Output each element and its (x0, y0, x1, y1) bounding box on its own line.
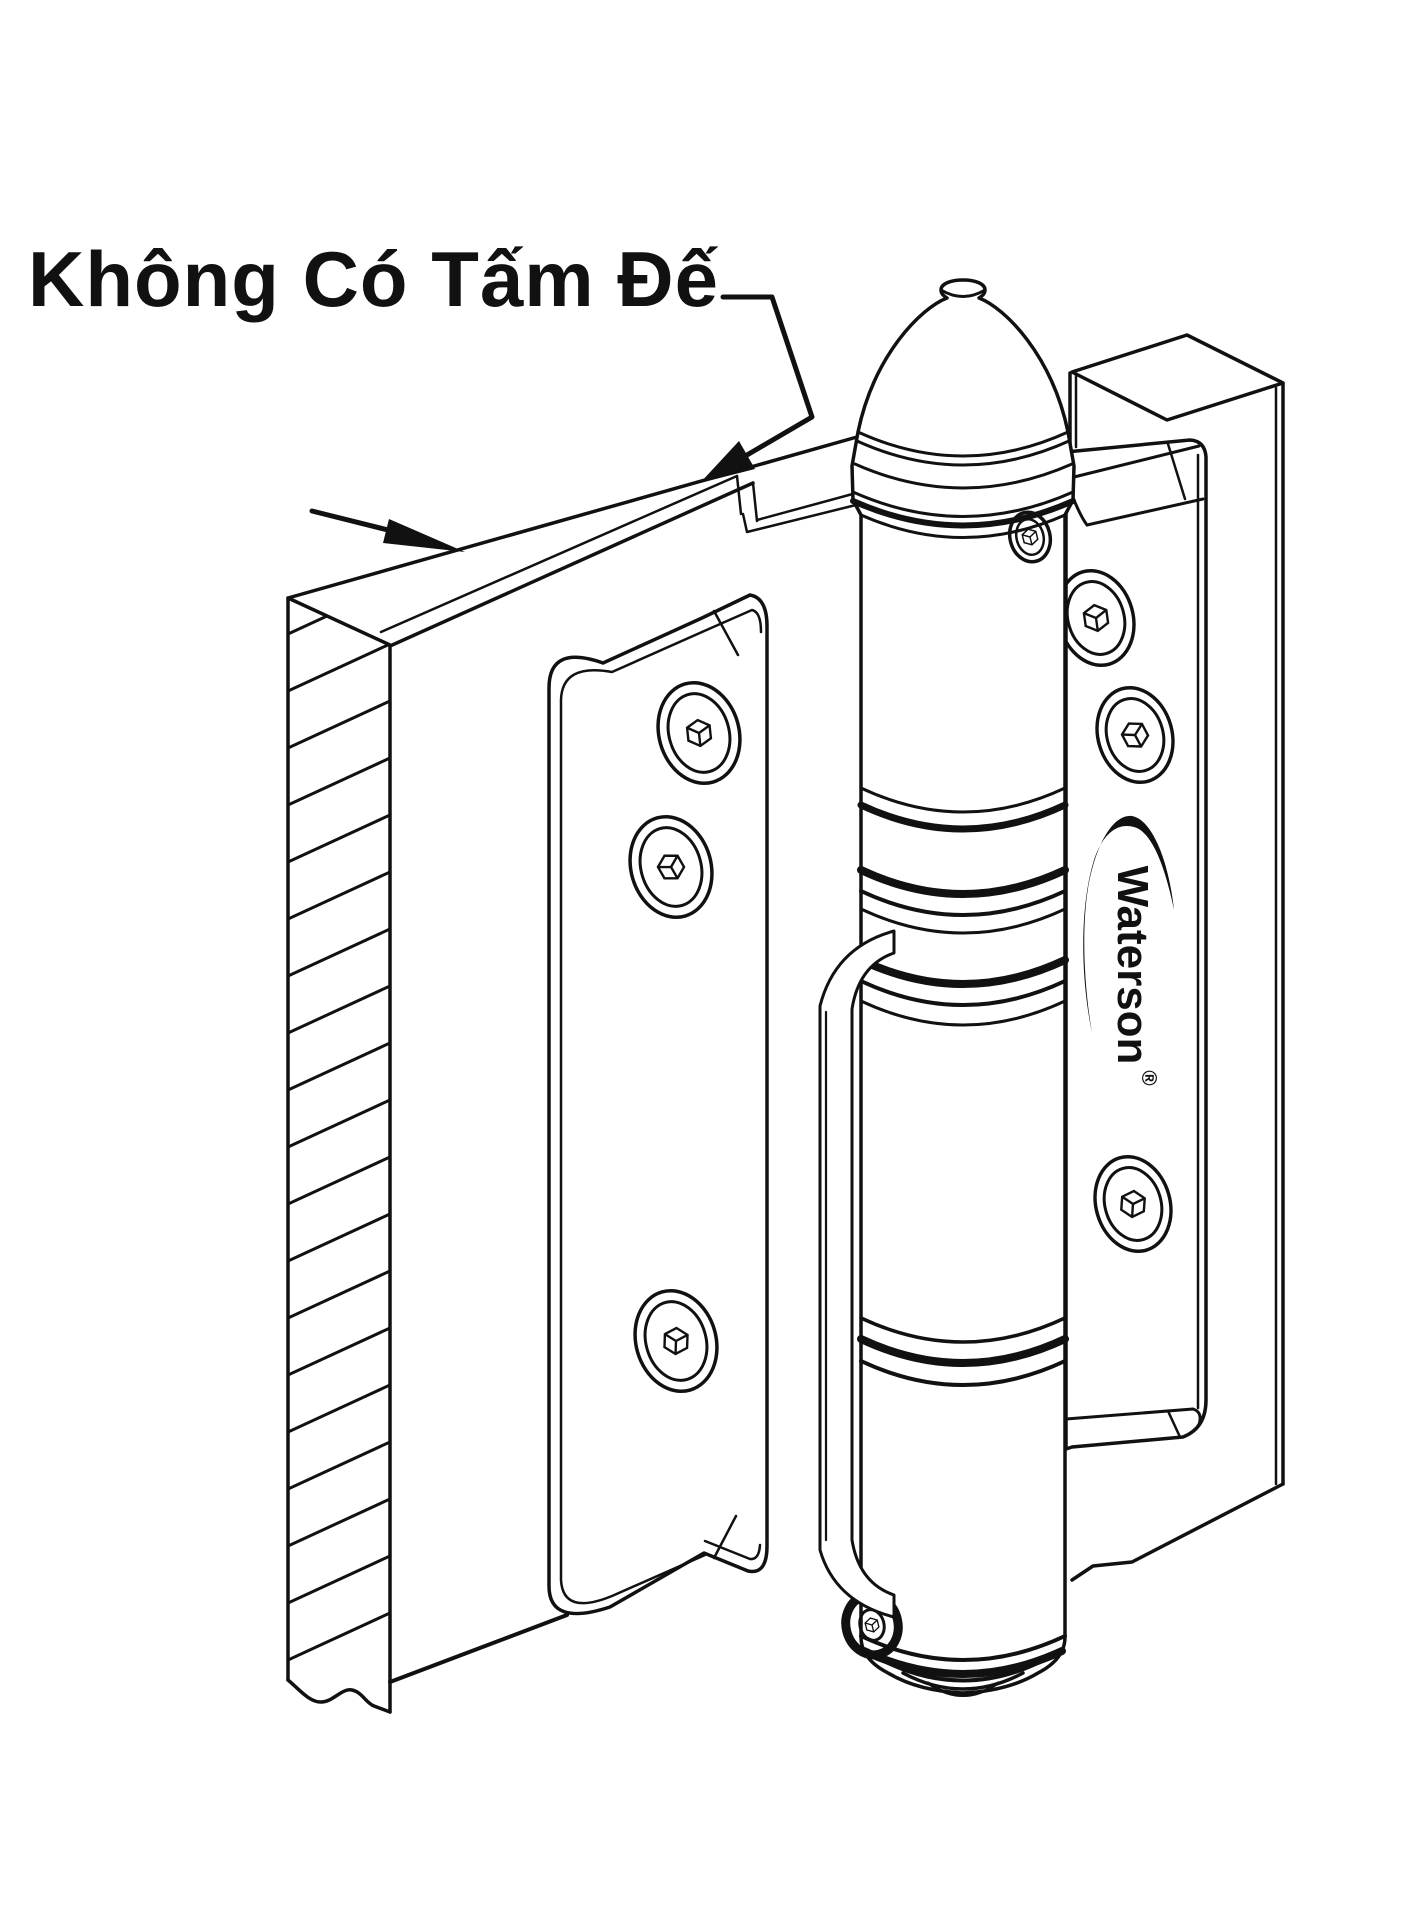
right-leaf-screw-2 (1095, 685, 1175, 785)
right-leaf-top-bevel (1064, 444, 1205, 527)
pointer-arrowhead-icon (383, 519, 465, 552)
hinge-barrel (841, 278, 1076, 1697)
barrel-band (857, 866, 1069, 898)
barrel-cap-tip (939, 288, 987, 298)
logo-text: Waterson (1108, 866, 1157, 1065)
barrel-set-screw-top (1007, 510, 1053, 564)
barrel-band (859, 999, 1067, 1027)
left-leaf-bottom-crease (712, 1514, 738, 1560)
frame-slab-back-top-edge (286, 435, 859, 600)
right-leaf-bottom-crease (1166, 1409, 1182, 1439)
frame-slab-front-top-chamfer (379, 474, 739, 634)
barrel-band (859, 786, 1067, 814)
door-slab (1068, 333, 1285, 1582)
wall-section (286, 596, 392, 1714)
barrel-cap-base (851, 490, 1075, 518)
logo-registered-mark: ® (1137, 1070, 1160, 1086)
annotations: Không Có Tấm Đế (28, 235, 815, 552)
hinge-knuckle-clamp (818, 929, 896, 1619)
barrel-band (859, 1316, 1067, 1344)
leader-line (720, 294, 815, 458)
barrel-band (859, 1359, 1067, 1387)
barrel-band (859, 889, 1067, 917)
barrel-band (857, 956, 1069, 988)
left-leaf-top-crease (712, 609, 740, 657)
frame-slab-front-top-edge (388, 481, 755, 648)
barrel-bottom-cap-ring (926, 1681, 1000, 1697)
right-leaf-top-crease (1166, 442, 1187, 501)
frame-slab (286, 435, 862, 1684)
frame-slab-bottom-edge (388, 1613, 569, 1684)
door-slab-bottom-edge (1070, 1482, 1285, 1582)
left-leaf-screw-3 (633, 1289, 719, 1393)
barrel-bottom-cap-ring (901, 1671, 1025, 1691)
barrel-bottom-cap-ring (882, 1659, 1044, 1683)
hinge-left-leaf (547, 593, 769, 1616)
left-leaf-screw-2 (628, 815, 714, 919)
left-leaf-top-tab (700, 608, 763, 634)
barrel-cap-shoulder (853, 430, 1074, 490)
right-leaf-screw-3 (1093, 1154, 1173, 1254)
left-leaf-inner-contour (559, 630, 707, 1605)
knuckle-clamp-outline (818, 929, 896, 1619)
pointer-arrow-shaft (309, 508, 395, 534)
left-leaf-bottom-tab (703, 1539, 762, 1561)
waterson-logo: Waterson ® (1083, 815, 1174, 1086)
wall-torn-edge (286, 1678, 392, 1714)
wall-hatch-lines (288, 600, 390, 1662)
hinge-right-leaf: Waterson ® (1056, 438, 1208, 1451)
door-slab-top-face (1070, 333, 1285, 422)
callout-label: Không Có Tấm Đế (28, 235, 719, 323)
wall-outline (286, 596, 392, 1714)
left-leaf-screw-1 (656, 681, 742, 785)
leader-arrowhead-icon (700, 441, 755, 483)
frame-slab-hinge-notch (735, 474, 862, 534)
barrel-band (859, 907, 1067, 935)
barrel-band (857, 1335, 1069, 1367)
barrel-cap-base-heavy (850, 498, 1076, 529)
left-leaf-plate (547, 593, 769, 1616)
right-leaf-bottom-bevel (1064, 1407, 1202, 1427)
barrel-band (859, 979, 1067, 1007)
barrel-band (857, 801, 1069, 833)
